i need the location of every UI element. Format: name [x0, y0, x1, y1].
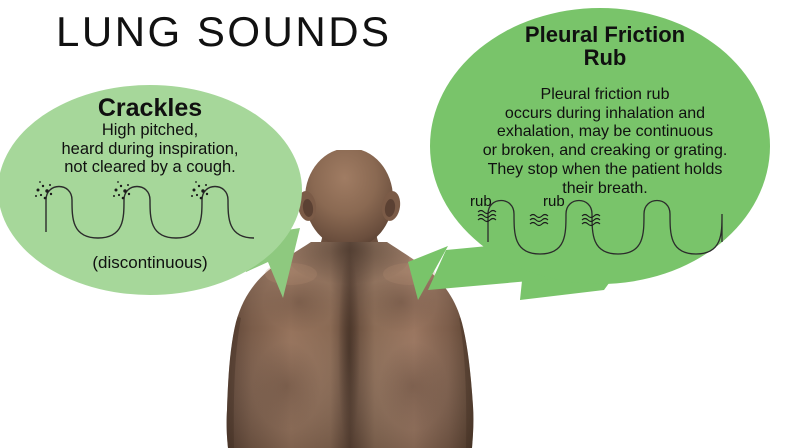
crackle-dot-cluster-icon	[113, 181, 131, 200]
crackles-line-3: not cleared by a cough.	[64, 158, 236, 177]
crackles-heading: Crackles	[97, 94, 203, 122]
pleural-rub-heading-line-2: Rub	[583, 45, 627, 71]
crackles-line-1: High pitched,	[101, 121, 199, 139]
pleural-rub-heading: Pleural Friction Rub	[440, 23, 770, 69]
crackle-dot-cluster-icon	[191, 181, 209, 200]
pleural-rub-waveform	[477, 199, 723, 255]
page-title: LUNG SOUNDS	[56, 8, 392, 55]
crackles-line-2: heard during inspiration,	[61, 139, 239, 158]
rub-label: rub	[543, 193, 565, 210]
friction-squiggle-icon	[477, 209, 497, 223]
crackles-description: High pitched, heard during inspiration, …	[0, 121, 300, 177]
pleural-rub-line-2: occurs during inhalation and	[504, 104, 706, 122]
pleural-rub-line-6: their breath.	[562, 179, 648, 197]
pleural-rub-line-1: Pleural friction rub	[540, 86, 670, 103]
pleural-rub-line-3: exhalation, may be continuous	[496, 123, 714, 141]
crackles-note: (discontinuous)	[92, 253, 208, 272]
rub-label: rub	[470, 193, 492, 210]
friction-squiggle-icon	[529, 213, 549, 227]
friction-squiggle-icon	[581, 213, 601, 227]
pleural-rub-line-4: or broken, and creaking or grating.	[482, 142, 728, 160]
pleural-rub-line-5: They stop when the patient holds	[487, 160, 723, 178]
crackle-dot-cluster-icon	[35, 181, 53, 200]
pleural-rub-description: Pleural friction rub occurs during inhal…	[425, 86, 785, 198]
pleural-rub-heading-line-1: Pleural Friction	[524, 22, 686, 47]
pleural-rub-arrow	[520, 228, 620, 300]
